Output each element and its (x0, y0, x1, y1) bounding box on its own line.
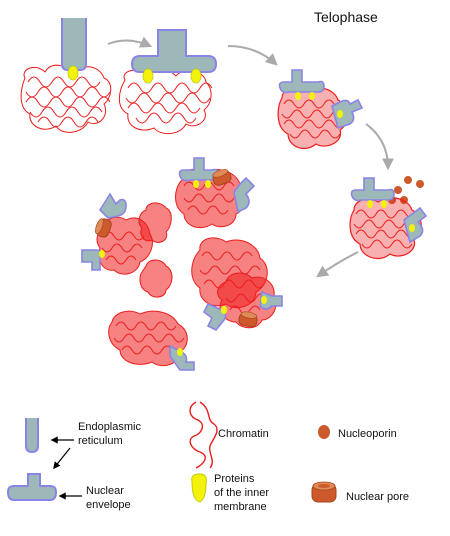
legend-nucleoporin-icon (318, 425, 330, 439)
inner-membrane-protein (261, 296, 267, 304)
chromatin-lobe (139, 259, 173, 298)
arrow-4 (316, 251, 359, 278)
title: Telophase (314, 9, 378, 25)
legend-proteins-label-1: Proteins (214, 473, 255, 485)
legend-chromatin-icon (189, 401, 218, 469)
arrow-1 (107, 36, 153, 48)
inner-membrane-protein (190, 68, 202, 84)
inner-membrane-protein (205, 180, 211, 188)
arrow-3 (365, 123, 394, 171)
stage-1 (20, 18, 112, 133)
stage-2 (118, 29, 218, 134)
legend-nuclear-pore-icon (311, 481, 337, 503)
inner-membrane-protein (221, 306, 227, 314)
stage-4 (349, 176, 428, 259)
legend-er-to-envelope-arrow (53, 447, 71, 470)
inner-membrane-protein (409, 224, 415, 232)
legend-er-label-2: reticulum (78, 435, 123, 447)
envelope-fragment (259, 290, 283, 310)
legend-envelope-icon (6, 473, 58, 501)
inner-membrane-protein (99, 250, 105, 258)
legend-envelope-label-1: Nuclear (86, 485, 124, 497)
envelope-fragment (81, 249, 102, 271)
nuclear-pore (238, 311, 258, 328)
inner-membrane-protein (142, 68, 154, 84)
legend-pore-label: Nuclear pore (346, 491, 409, 503)
legend-er-label-1: Endoplasmic (78, 421, 141, 433)
inner-membrane-protein (381, 200, 387, 208)
legend-nucleoporin-label: Nucleoporin (338, 428, 397, 440)
legend-envelope-label-2: envelope (86, 499, 131, 511)
legend-chromatin-label: Chromatin (218, 428, 269, 440)
legend-protein-icon (191, 473, 207, 503)
envelope-fragment (350, 177, 395, 202)
inner-membrane-protein (337, 110, 343, 118)
nuclear-pore (95, 218, 112, 238)
nucleoporin (416, 180, 424, 188)
chromatin-squiggle (125, 82, 213, 124)
arrow-2 (227, 45, 278, 66)
chromatin-squiggle (353, 209, 417, 249)
inner-membrane-protein (295, 92, 301, 100)
envelope-fragment (278, 69, 325, 94)
legend-er-icon (25, 418, 39, 454)
stage-3 (277, 69, 364, 149)
envelope-fragment (331, 98, 364, 130)
chromatin-blob (20, 64, 112, 133)
nuclear-envelope (130, 29, 218, 73)
nuclear-pore (212, 169, 232, 186)
nucleoporin (394, 186, 402, 194)
legend-proteins-label-2: of the inner (214, 487, 269, 499)
nucleoporin (404, 176, 412, 184)
inner-membrane-protein (67, 65, 79, 81)
legend: Endoplasmic reticulum Nuclear envelope C… (6, 401, 409, 513)
chromatin-squiggle (25, 76, 111, 128)
envelope-fragment (178, 157, 219, 182)
inner-membrane-protein (367, 200, 373, 208)
chromatin-lobe (96, 216, 153, 275)
envelope-fragment (403, 206, 428, 244)
envelope-fragment (233, 176, 256, 214)
chromatin-squiggle (281, 99, 345, 139)
inner-membrane-protein (177, 348, 183, 356)
legend-proteins-label-3: membrane (214, 501, 267, 513)
chromatin-lobe (138, 202, 172, 243)
inner-membrane-protein (193, 180, 199, 188)
envelope-fragment (98, 192, 127, 219)
stage-5 (81, 157, 283, 371)
er-tube (61, 18, 87, 71)
inner-membrane-protein (309, 92, 315, 100)
